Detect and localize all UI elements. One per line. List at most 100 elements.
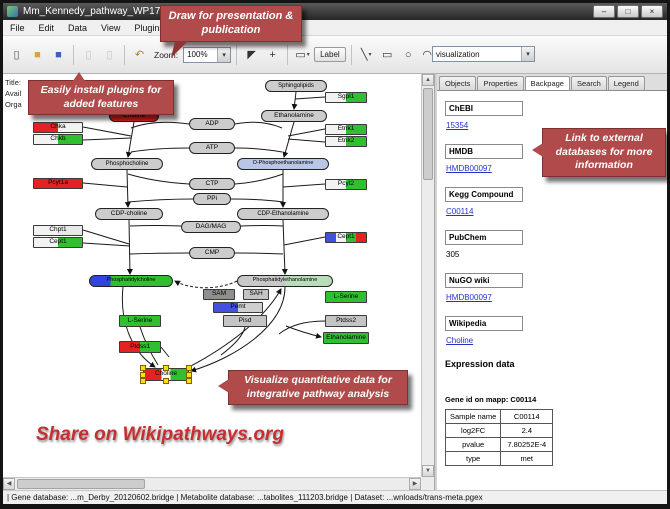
pathway-node[interactable]: SAH (243, 289, 269, 300)
tab-backpage[interactable]: Backpage (524, 76, 570, 91)
close-button[interactable]: × (641, 5, 663, 18)
pan-tool-icon[interactable]: + (269, 48, 276, 61)
save-icon[interactable]: ■ (55, 48, 62, 61)
selection-handle[interactable] (163, 378, 169, 384)
pathway-node[interactable]: Chpt1 (33, 225, 83, 236)
pathway-node[interactable]: Ptdss1 (119, 341, 161, 353)
tab-properties[interactable]: Properties (477, 76, 524, 90)
datanode-tool-icon[interactable]: ▭▾ (295, 49, 310, 61)
new-file-icon[interactable]: ▯ (13, 49, 20, 61)
pathway-node[interactable]: DAG/MAG (181, 221, 241, 233)
pathway-info-box: Title: Avail Orga (5, 77, 22, 110)
zoom-label: Zoom: (154, 49, 179, 60)
table-cell: pvalue (444, 437, 502, 452)
zoom-combo-value: 100% (187, 50, 208, 59)
tab-objects[interactable]: Objects (439, 76, 477, 90)
pathway-node[interactable]: Phosphatidylethanolamine (237, 275, 333, 287)
maximize-button[interactable]: □ (617, 5, 639, 18)
pathway-node[interactable]: Chka (33, 122, 83, 133)
backpage-link[interactable]: C00114 (446, 207, 474, 216)
open-folder-icon[interactable]: ■ (34, 48, 41, 61)
pathway-node[interactable]: Sgpl1 (325, 92, 367, 103)
pathway-node[interactable]: Cept1 (33, 237, 83, 248)
minimize-button[interactable]: – (593, 5, 615, 18)
selection-handle[interactable] (140, 378, 146, 384)
menu-file[interactable]: File (10, 22, 25, 33)
chevron-down-icon: ▾ (306, 52, 310, 58)
pathway-node[interactable]: O-Phosphoethanolamine (237, 158, 329, 170)
scroll-right-icon[interactable]: ▶ (409, 478, 421, 490)
pathway-node[interactable]: Pisd (223, 315, 267, 327)
pathway-node[interactable]: Pcyt2 (325, 179, 367, 190)
callout-install-plugins: Easily install plugins for added feature… (28, 72, 174, 116)
pathway-node[interactable]: L-Serine (325, 291, 367, 303)
menu-bar: FileEditDataViewPluginsHelp (3, 20, 667, 36)
menu-edit[interactable]: Edit (38, 22, 55, 33)
pathway-node[interactable]: CDP-Ethanolamine (237, 208, 329, 220)
backpage-link[interactable]: Choline (446, 336, 474, 345)
selection-handle[interactable] (186, 371, 192, 378)
selection-handle[interactable] (186, 365, 192, 371)
callout-arrow-left-icon (218, 379, 229, 393)
oval-tool-icon[interactable]: ○ (404, 48, 412, 61)
pathway-node[interactable]: SAM (203, 289, 235, 300)
panel-splitter[interactable] (435, 74, 437, 490)
table-cell: 2.4 (500, 423, 554, 438)
pathway-node[interactable]: Chkb (33, 134, 83, 145)
pathway-node[interactable]: Etnk1 (325, 124, 367, 135)
select-tool-icon[interactable]: ◤ (247, 49, 256, 61)
backpage-link[interactable]: 15354 (446, 121, 469, 130)
selection-handle[interactable] (140, 371, 146, 378)
backpage-section-header: Kegg Compound (445, 187, 523, 202)
pathway-node[interactable]: ADP (189, 118, 235, 130)
callout-arrow-left-icon (532, 143, 543, 157)
pathway-node[interactable]: Pcyt1a (33, 178, 83, 189)
vertical-scroll-thumb[interactable] (423, 88, 433, 180)
backpage-link[interactable]: HMDB00097 (446, 293, 492, 302)
selection-handle[interactable] (186, 378, 192, 384)
paste-icon[interactable]: ▯ (106, 49, 113, 61)
pathway-node[interactable]: CTP (189, 178, 235, 190)
copy-icon[interactable]: ▯ (85, 49, 92, 61)
pathway-node[interactable]: L-Serine (119, 315, 161, 327)
scroll-down-icon[interactable]: ▼ (422, 465, 434, 477)
menu-view[interactable]: View (101, 22, 121, 33)
pathway-node[interactable]: CDP-choline (95, 208, 163, 220)
canvas-vertical-scrollbar[interactable]: ▲ ▼ (421, 74, 434, 477)
pathway-node[interactable]: Pemt (213, 302, 263, 313)
backpage-link[interactable]: HMDB00097 (446, 164, 492, 173)
pathway-node[interactable]: CMP (189, 247, 235, 259)
pathway-node[interactable]: Phosphocholine (91, 158, 163, 170)
menu-plugins[interactable]: Plugins (134, 22, 164, 33)
scroll-up-icon[interactable]: ▲ (422, 74, 434, 86)
selection-handle[interactable] (163, 365, 169, 371)
pathway-node[interactable]: Ethanolamine (323, 332, 369, 344)
horizontal-scroll-thumb[interactable] (17, 479, 145, 489)
line-tool-icon[interactable]: ╲▾ (360, 49, 372, 61)
pathway-node[interactable]: Etnk2 (325, 136, 367, 147)
undo-icon[interactable]: ↶ (134, 49, 145, 61)
tab-legend[interactable]: Legend (607, 76, 645, 90)
canvas-horizontal-scrollbar[interactable]: ◀ ▶ (3, 477, 421, 490)
scroll-left-icon[interactable]: ◀ (3, 478, 15, 490)
pathway-node[interactable]: ATP (189, 142, 235, 154)
zoom-combo[interactable]: 100%▾ (183, 46, 232, 63)
visualization-combo[interactable]: visualization ▾ (432, 46, 535, 62)
toolbar-items: ▯■■▯▯↶Zoom:100%▾◤+▭▾Label╲▾▭○◠▾{▱▾ (3, 36, 667, 73)
label-tool-button[interactable]: Label (314, 47, 346, 62)
pathway-node[interactable]: Phosphatidylcholine (89, 275, 173, 287)
rect-tool-icon[interactable]: ▭ (381, 49, 393, 61)
pathway-node[interactable]: Ethanolamine (261, 110, 327, 122)
selection-handle[interactable] (140, 365, 146, 371)
pathway-node[interactable]: Sphingolipids (265, 80, 327, 92)
pathway-node[interactable]: PPi (193, 193, 231, 205)
window-buttons: –□× (593, 5, 663, 18)
tab-search[interactable]: Search (570, 76, 607, 90)
menu-data[interactable]: Data (68, 22, 88, 33)
pathway-node[interactable]: Cept1 (325, 232, 367, 243)
pathway-node[interactable]: Ptdss2 (325, 315, 367, 327)
pathway-info-title: Title: (5, 78, 21, 87)
